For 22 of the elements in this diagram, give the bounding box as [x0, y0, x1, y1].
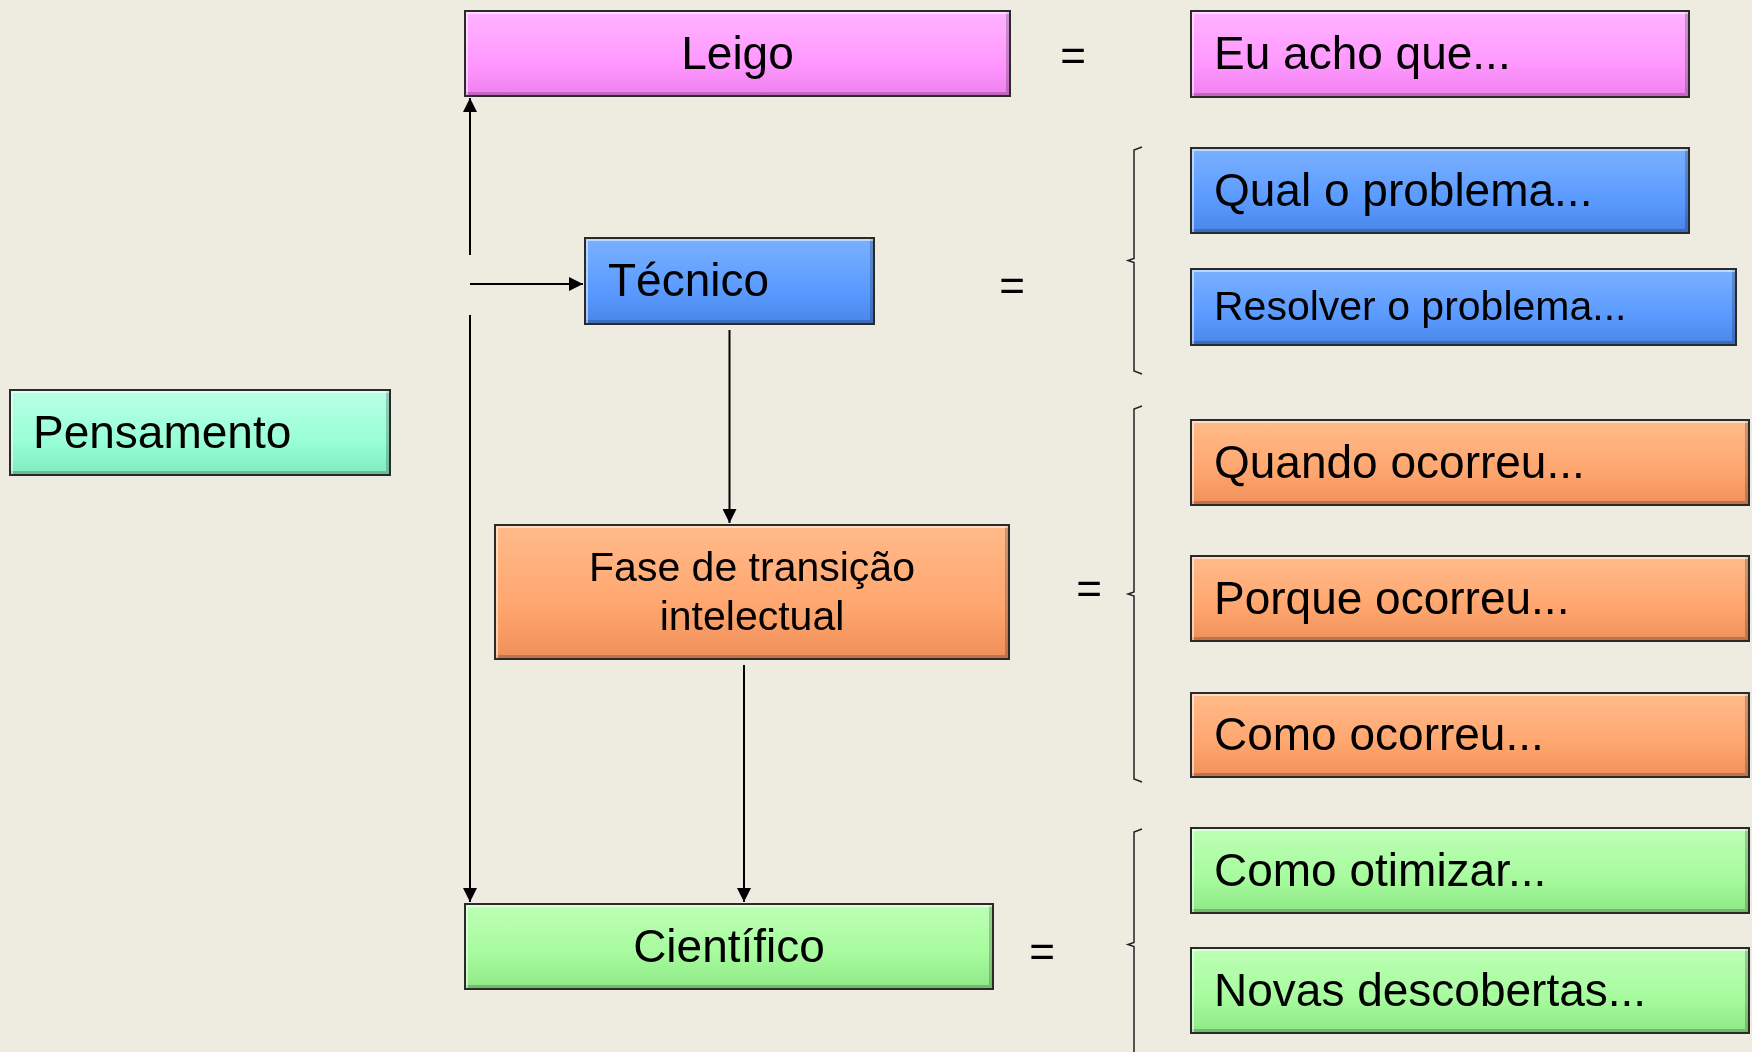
arrow: [469, 277, 584, 291]
process-box: Qual o problema...: [1190, 147, 1690, 234]
process-box: Técnico: [584, 237, 875, 325]
arrow: [463, 314, 477, 903]
process-box: Novas descobertas...: [1190, 947, 1750, 1034]
arrow: [737, 664, 751, 903]
arrow: [722, 329, 737, 524]
process-box: Pensamento: [9, 389, 391, 476]
equals-sign: =: [1060, 34, 1086, 78]
process-box: Resolver o problema...: [1190, 268, 1737, 346]
process-box: Leigo: [464, 10, 1011, 97]
equals-sign: =: [1029, 930, 1055, 974]
process-box: Eu acho que...: [1190, 10, 1690, 98]
arrow: [463, 97, 477, 256]
process-box: Como otimizar...: [1190, 827, 1750, 914]
equals-sign: =: [1076, 567, 1102, 611]
equals-sign: =: [999, 264, 1025, 308]
process-box: Fase de transição intelectual: [494, 524, 1010, 660]
process-box: Porque ocorreu...: [1190, 555, 1750, 642]
process-box: Quando ocorreu...: [1190, 419, 1750, 506]
process-box: Como ocorreu...: [1190, 692, 1750, 778]
process-box: Científico: [464, 903, 994, 990]
